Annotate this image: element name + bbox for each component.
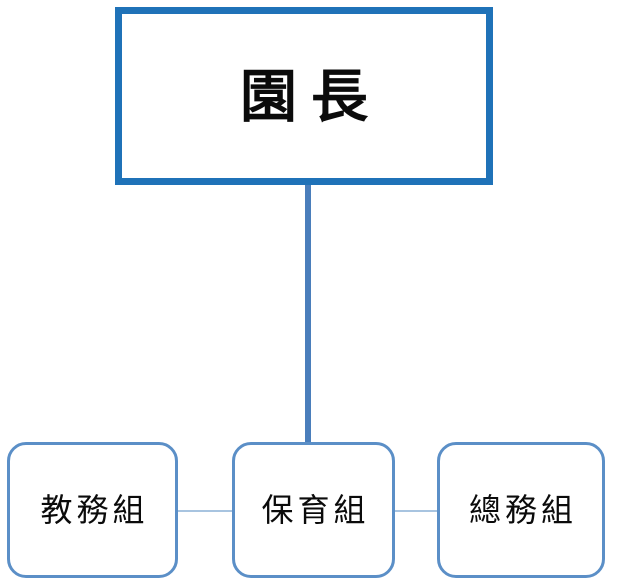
org-node-academic-affairs[interactable]: 教務組 xyxy=(7,442,178,578)
org-node-root-label: 園長 xyxy=(240,62,382,130)
org-node-childcare[interactable]: 保育組 xyxy=(232,442,395,578)
connector-childcare-to-general xyxy=(393,510,439,512)
connector-academic-to-childcare xyxy=(176,510,234,512)
org-node-general-affairs-label: 總務組 xyxy=(468,491,577,529)
org-node-academic-affairs-label: 教務組 xyxy=(40,491,149,529)
connector-root-to-childcare xyxy=(305,180,311,446)
org-node-root[interactable]: 園長 xyxy=(115,7,493,185)
org-node-childcare-label: 保育組 xyxy=(261,491,370,529)
org-node-general-affairs[interactable]: 總務組 xyxy=(437,442,605,578)
